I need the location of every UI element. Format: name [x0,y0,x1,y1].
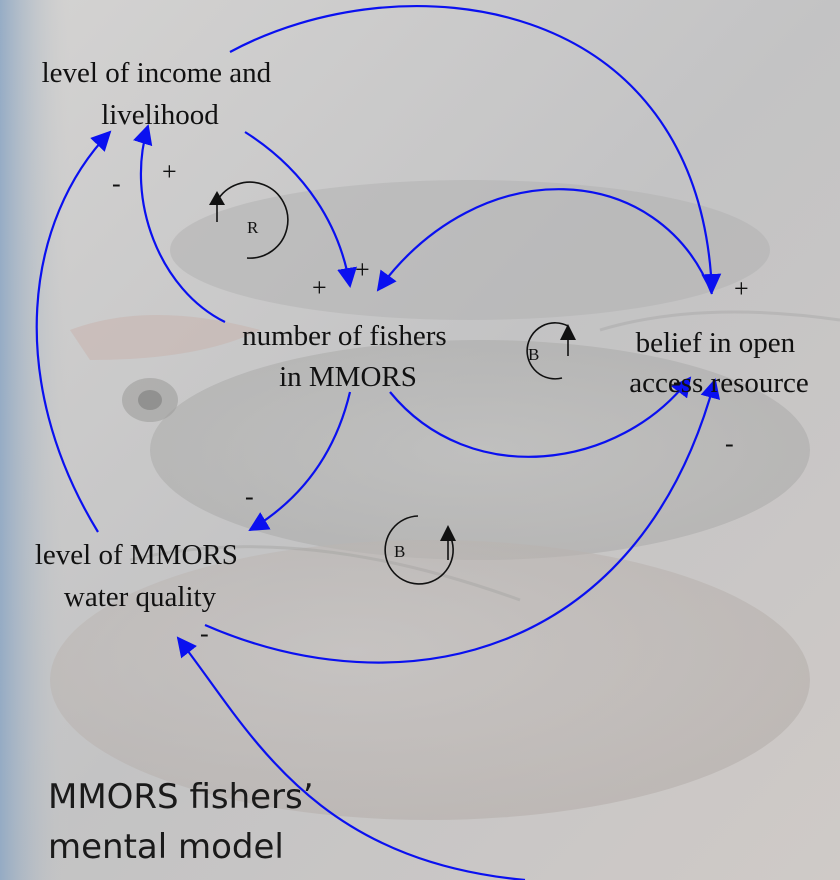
polarity-sign: + [734,274,749,303]
polarity-sign: + [312,273,327,302]
polarity-sign: - [725,429,734,458]
variable-fishers-line-1: number of fishers [242,320,447,352]
variable-income: level of income and livelihood [42,57,279,131]
variable-belief-line-2: access resource [629,367,809,399]
loop-label-b2: B [394,542,405,561]
caption-line-1: MMORS fishers’ [48,777,314,817]
loop-balancing-2: B [385,516,456,584]
variable-fishers-line-2: in MMORS [279,361,417,393]
variable-water-line-2: water quality [64,581,217,613]
polarity-sign: - [245,482,254,511]
polarity-sign: + [162,157,177,186]
variable-income-line-1: level of income and [42,57,272,89]
link-income-to-fishers [245,132,350,286]
diagram-caption: MMORS fishers’ mental model [48,777,324,867]
loop-reinforcing: R [209,182,288,258]
loop-label-r: R [247,218,259,237]
polarity-sign: - [200,619,209,648]
polarity-sign: - [112,169,121,198]
loop-label-b1: B [528,345,539,364]
variable-income-line-2: livelihood [101,99,219,131]
link-income-to-belief [230,6,712,292]
polarity-sign: + [355,255,370,284]
polarity-sign: - [673,367,682,396]
caption-line-2: mental model [48,827,284,867]
link-water-to-belief [205,380,715,663]
variable-water: level of MMORS water quality [35,539,245,613]
link-belief-to-fishers [378,189,712,294]
link-fishers-to-water [250,392,350,530]
variable-belief: belief in open access resource [629,327,809,399]
variable-belief-line-1: belief in open [636,327,796,359]
loop-balancing-1: B [527,323,576,379]
variable-water-line-1: level of MMORS [35,539,238,571]
link-fishers-to-income [141,126,225,322]
link-water-to-income [37,132,110,532]
variable-fishers: number of fishers in MMORS [242,320,454,393]
